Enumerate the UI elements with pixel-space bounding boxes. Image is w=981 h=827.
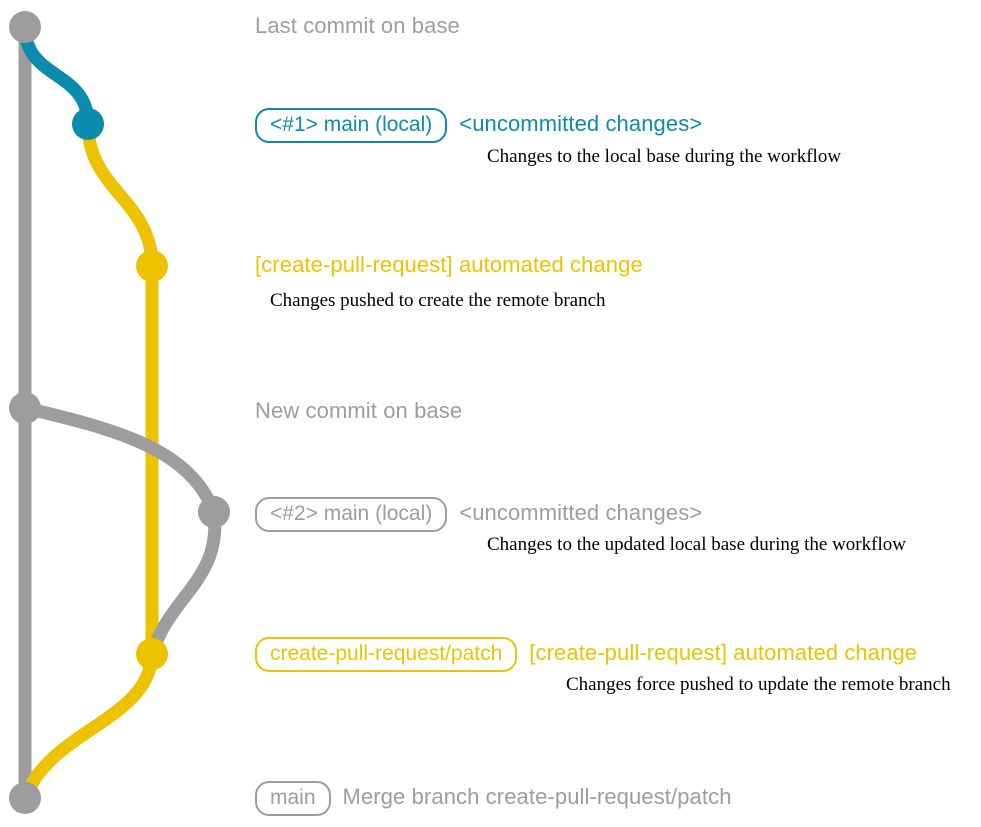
badge-create-pull-request-patch[interactable]: create-pull-request/patch (255, 637, 518, 672)
headline-uncommitted-changes-1: <uncommitted changes> (459, 111, 703, 136)
node-base-new[interactable] (9, 392, 41, 424)
headline-new-commit-on-base: New commit on base (255, 398, 463, 423)
row-automated-change-2: create-pull-request/patch [create-pull-r… (255, 637, 917, 672)
badge-main-local-2[interactable]: <#2> main (local) (255, 497, 448, 532)
subline-local-change-1: Changes to the local base during the wor… (487, 146, 842, 167)
subline-automated-change-2: Changes force pushed to update the remot… (566, 674, 951, 695)
row-local-change-2: <#2> main (local) <uncommitted changes> (255, 497, 702, 532)
headline-last-commit-on-base: Last commit on base (255, 13, 460, 38)
headline-merge-branch: Merge branch create-pull-request/patch (342, 784, 732, 809)
badge-main[interactable]: main (255, 781, 331, 816)
edge-patch-2-to-merge (18, 647, 159, 805)
node-local-1[interactable] (72, 108, 104, 140)
row-new-commit-on-base: New commit on base (255, 399, 462, 423)
node-base-top[interactable] (9, 11, 41, 43)
subline-local-change-2: Changes to the updated local base during… (487, 534, 906, 555)
headline-automated-change-1: [create-pull-request] automated change (255, 252, 643, 277)
row-last-commit-on-base: Last commit on base (255, 14, 460, 38)
headline-automated-change-2: [create-pull-request] automated change (529, 640, 918, 665)
node-base-merge[interactable] (9, 782, 41, 814)
edge-local-1-to-patch-1 (81, 117, 159, 273)
edge-base-new-to-local-2 (18, 401, 221, 519)
row-automated-change-1: [create-pull-request] automated change (255, 253, 643, 277)
edge-base-to-local-1 (18, 20, 95, 131)
edge-local-2-to-patch-2 (145, 505, 222, 661)
node-local-2[interactable] (198, 496, 230, 528)
headline-uncommitted-changes-2: <uncommitted changes> (459, 500, 703, 525)
row-local-change-1: <#1> main (local) <uncommitted changes> (255, 108, 702, 143)
badge-main-local-1[interactable]: <#1> main (local) (255, 108, 448, 143)
node-patch-2[interactable] (136, 638, 168, 670)
row-merge-commit: main Merge branch create-pull-request/pa… (255, 781, 732, 816)
subline-automated-change-1: Changes pushed to create the remote bran… (270, 290, 606, 311)
node-patch-1[interactable] (136, 250, 168, 282)
